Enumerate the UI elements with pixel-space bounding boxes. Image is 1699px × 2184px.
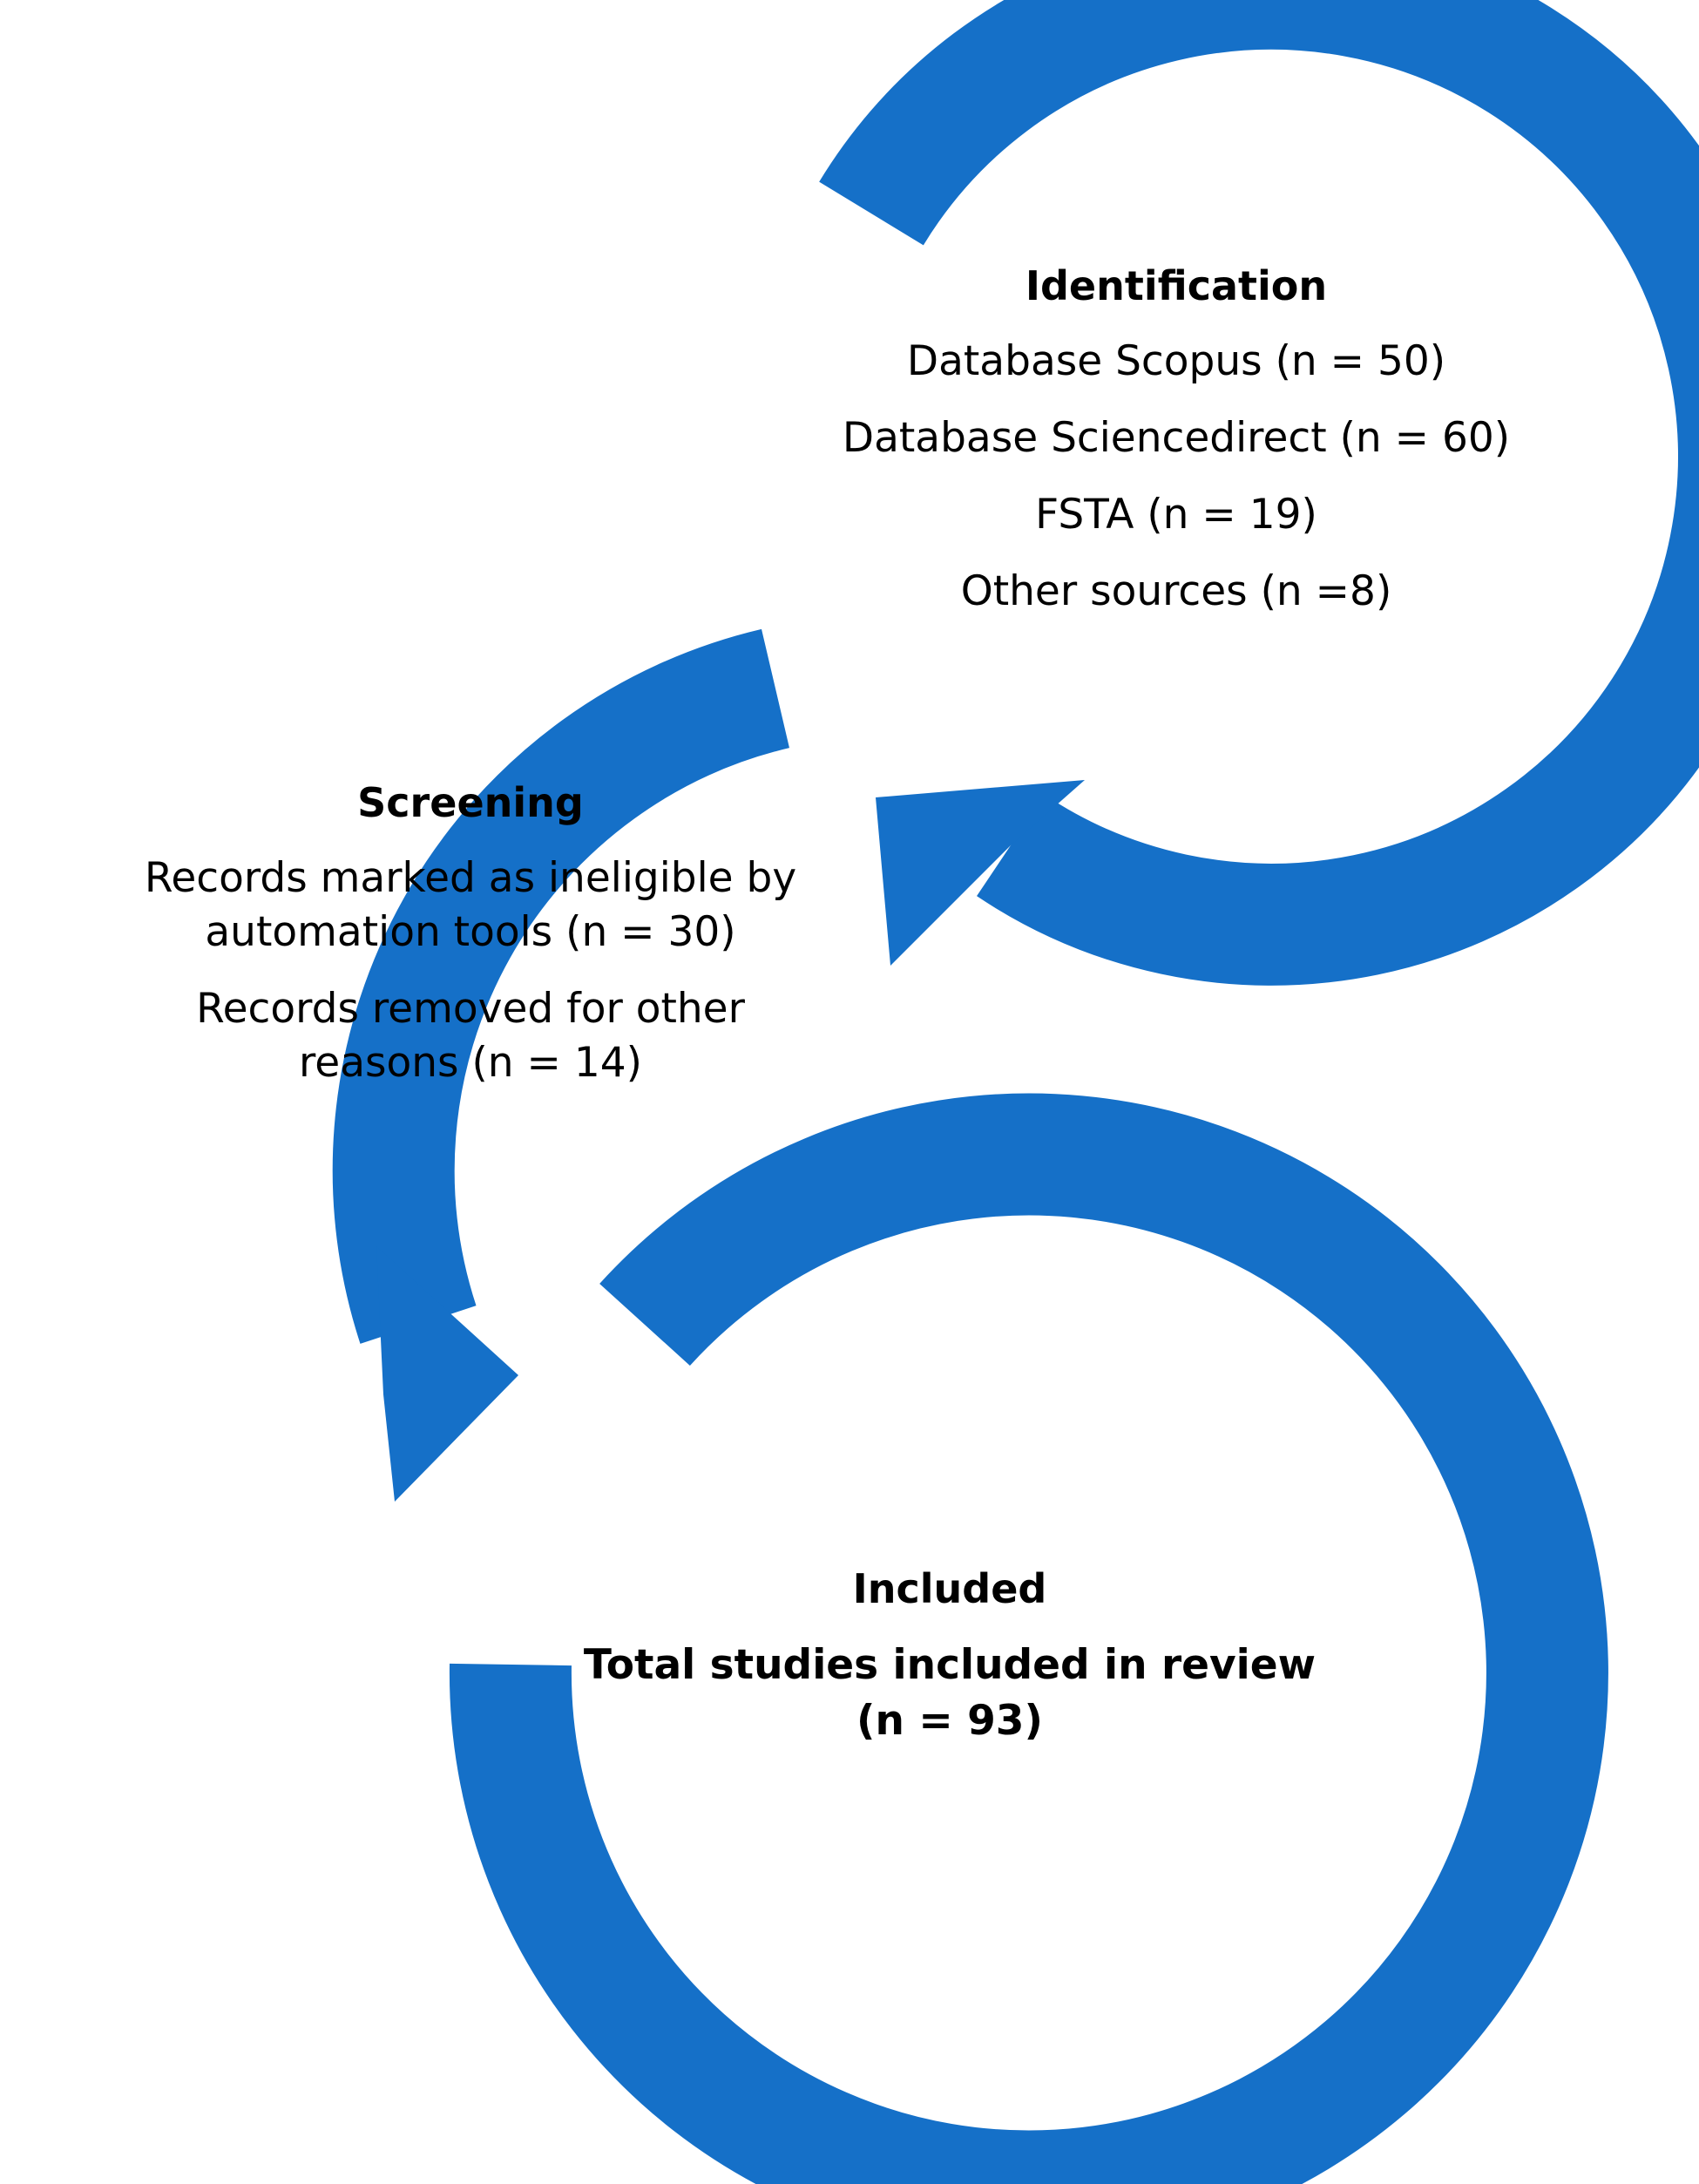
included-total: Total studies included in review (n = 93… [583,1641,1317,1745]
included-arc [449,1093,1608,2184]
identification-arrowhead [876,780,1085,966]
identification-arc [819,0,1699,986]
included-ring [449,1093,1608,2184]
screening-title: Screening [357,779,584,826]
identification-item-fsta: FSTA (n = 19) [1035,491,1317,539]
screening-item-automation: Records marked as ineligible by automati… [144,854,797,956]
identification-arc-arrow [819,0,1699,986]
included-block: Included Total studies included in revie… [558,1564,1342,1749]
included-title: Included [852,1565,1047,1612]
identification-item-sciencedirect: Database Sciencedirect (n = 60) [842,414,1511,462]
screening-arrowhead [376,1246,518,1502]
identification-title: Identification [1025,262,1328,309]
identification-item-scopus: Database Scopus (n = 50) [906,337,1446,385]
screening-item-other-reasons: Records removed for other reasons (n = 1… [196,985,745,1087]
screening-arc [332,628,790,1344]
identification-block: Identification Database Scopus (n = 50) … [784,261,1568,641]
screening-block: Screening Records marked as ineligible b… [113,778,828,1113]
identification-item-other: Other sources (n =8) [960,567,1392,615]
screening-arc-arrow [332,628,790,1502]
